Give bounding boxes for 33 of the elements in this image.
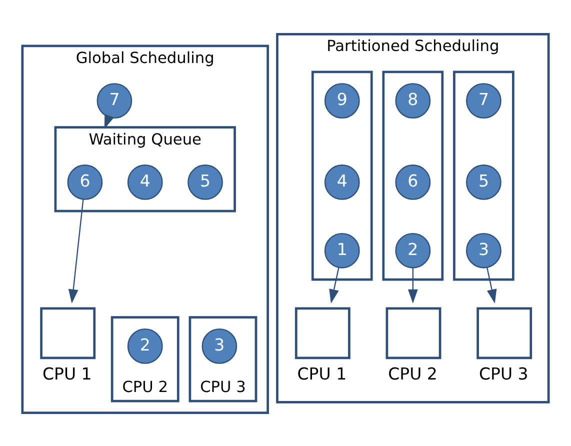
cluster	[382, 70, 444, 280]
node-label: CPU 3	[478, 364, 528, 383]
arrow	[104, 114, 114, 129]
node-circle: 8	[395, 82, 431, 118]
node-circle: 5	[188, 164, 223, 200]
cluster	[188, 316, 258, 402]
node-label: CPU 1	[42, 364, 92, 383]
arrow	[486, 267, 497, 304]
node-circle: 2	[395, 232, 431, 268]
node-label: CPU 3	[200, 378, 246, 396]
node-circle: 7	[466, 82, 502, 118]
cluster	[453, 70, 514, 280]
cluster	[311, 70, 373, 280]
node-circle: 2	[127, 328, 163, 364]
node-box	[476, 306, 532, 359]
node-label: CPU 2	[122, 378, 168, 396]
node-circle: 5	[466, 164, 502, 200]
node-box	[386, 306, 442, 359]
node-box	[40, 306, 96, 359]
arrow	[408, 268, 418, 304]
node-circle: 1	[324, 232, 360, 268]
cluster	[110, 316, 180, 402]
arrow	[329, 267, 340, 304]
node-label: CPU 1	[297, 364, 347, 383]
node-circle: 3	[202, 328, 238, 364]
node-circle: 3	[466, 232, 502, 268]
node-circle: 6	[67, 164, 103, 200]
node-circle: 6	[395, 164, 431, 200]
node-circle: 9	[324, 82, 360, 118]
node-circle: 4	[127, 164, 163, 200]
node-label: CPU 2	[388, 364, 438, 383]
node-circle: 4	[324, 164, 360, 200]
node-box	[294, 306, 350, 359]
